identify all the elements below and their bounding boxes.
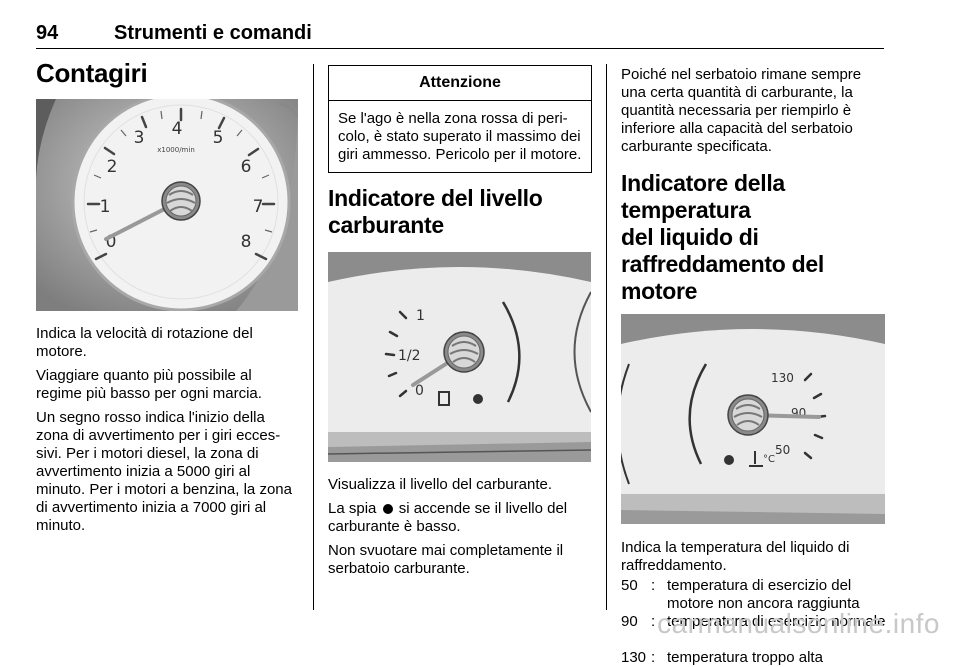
paragraph: Viaggiare quanto più possibile al regime…	[36, 367, 262, 402]
fuel-gauge-figure: 1 1/2 0	[328, 252, 591, 462]
legend-colon: :	[651, 613, 656, 630]
paragraph: Un segno rosso indica l'inizio della zon…	[36, 409, 292, 534]
heading-line: raffreddamento del motore	[621, 251, 824, 304]
fuel-gauge-illustration: 1 1/2 0	[328, 252, 591, 462]
gauge-label: 130	[771, 371, 794, 385]
tachometer-illustration: 0 1 2 3 4 5 6 7 8 x1000/min	[36, 99, 298, 311]
legend-row: 90 : temperatura di esercizio normale	[621, 613, 887, 649]
legend-key: 130	[621, 649, 647, 666]
unit-label: °C	[763, 454, 775, 465]
paragraph: Indica la velocità di rotazione del moto…	[36, 325, 253, 360]
paragraph: Non svuotare mai completamente il serbat…	[328, 542, 564, 577]
fuel-section: Attenzione Se l'ago è nella zona rossa d…	[328, 58, 592, 584]
legend-key: 90	[621, 613, 638, 630]
heading-line: Indicatore della temperatura	[621, 170, 785, 223]
legend-value: temperatura troppo alta	[667, 649, 823, 666]
dial-number: 0	[106, 232, 117, 252]
dial-number: 6	[241, 157, 252, 177]
watermark: carmanualsonline.info	[657, 608, 940, 639]
page-number: 94	[36, 22, 59, 44]
running-title: Strumenti e comandi	[114, 22, 312, 44]
dial-number: 4	[172, 119, 183, 139]
gauge-label: 1	[416, 308, 425, 324]
column-divider	[313, 64, 314, 610]
fuel-pump-icon	[438, 391, 450, 406]
coolant-gauge-illustration: 130 90 50 °C	[621, 314, 885, 524]
tachometer-section: Contagiri	[36, 58, 300, 541]
warning-title: Attenzione	[329, 66, 591, 101]
section-heading-tachometer: Contagiri	[36, 58, 148, 88]
text-span: La spia	[328, 500, 377, 517]
paragraph: Visualizza il livello del carburante.	[328, 476, 553, 493]
gauge-label: 50	[775, 443, 790, 457]
section-heading-fuel: Indicatore del livello carburante	[328, 185, 592, 239]
legend-colon: :	[651, 649, 656, 666]
legend-row: 130 : temperatura troppo alta	[621, 649, 887, 667]
dial-number: 5	[213, 128, 224, 148]
warning-lamp-icon	[382, 504, 393, 514]
dial-number: 7	[253, 197, 264, 217]
dial-number: 2	[107, 157, 118, 177]
dial-number: 1	[100, 197, 111, 217]
warning-text: Se l'ago è nella zona rossa di peri-colo…	[338, 110, 582, 163]
tachometer-figure: 0 1 2 3 4 5 6 7 8 x1000/min	[36, 99, 298, 311]
coolant-section: Poiché nel serbatoio rimane sempre una c…	[621, 58, 887, 667]
text-span: si accende se il livello del carburante …	[328, 500, 568, 535]
heading-line: Indicatore del livello	[328, 185, 543, 211]
legend-value: temperatura di esercizio del motore non …	[667, 577, 860, 612]
legend-value: temperatura di esercizio normale	[667, 613, 886, 630]
gauge-label: 1/2	[398, 348, 421, 364]
coolant-gauge-figure: 130 90 50 °C	[621, 314, 885, 524]
heading-line: carburante	[328, 212, 444, 238]
page-header: 94 Strumenti e comandi	[36, 18, 884, 49]
warning-box: Attenzione Se l'ago è nella zona rossa d…	[328, 65, 592, 173]
thermometer-icon	[749, 451, 763, 467]
column-divider	[606, 64, 607, 610]
section-heading-coolant: Indicatore della temperatura del liquido…	[621, 170, 887, 305]
warning-dot-icon	[724, 455, 734, 465]
legend-colon: :	[651, 577, 656, 594]
dial-number: 8	[241, 232, 252, 252]
dial-number: 3	[134, 128, 145, 148]
legend-row: 50 : temperatura di esercizio del motore…	[621, 577, 887, 613]
paragraph: Indica la temperatura del liquido di raf…	[621, 539, 850, 574]
warning-dot-icon	[473, 394, 483, 404]
heading-line: del liquido di	[621, 224, 759, 250]
gauge-label: 0	[415, 383, 424, 399]
paragraph: Poiché nel serbatoio rimane sempre una c…	[621, 66, 862, 155]
scale-unit-label: x1000/min	[157, 146, 195, 154]
legend-key: 50	[621, 577, 638, 594]
paragraph: La spia si accende se il livello del car…	[328, 500, 592, 536]
